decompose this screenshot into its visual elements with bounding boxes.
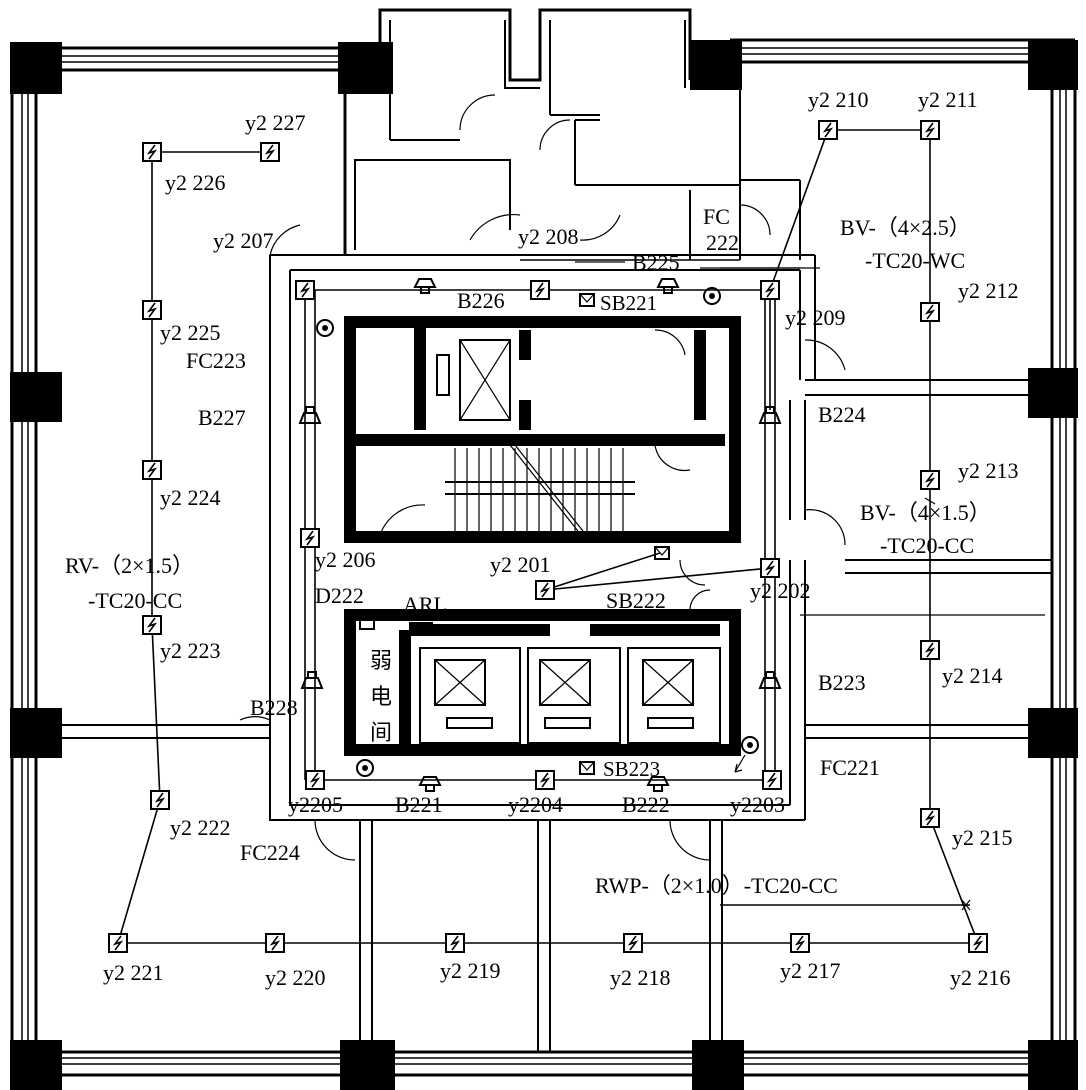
corridor-walls (239, 224, 846, 861)
label-y2-202: y2 202 (750, 578, 811, 603)
outlet-symbol (968, 933, 988, 953)
outlet-symbol (150, 790, 170, 810)
label-y2-207: y2 207 (213, 228, 274, 253)
outlets (108, 120, 988, 953)
office-partitions (36, 267, 1052, 1052)
outlet-symbol (142, 460, 162, 480)
speakers (298, 278, 782, 792)
label-y2-225: y2 225 (160, 320, 221, 345)
label-weak-current-1: 弱 (370, 649, 392, 674)
outlet-symbol (535, 770, 555, 790)
label-b221: B221 (395, 792, 443, 817)
label-fc221: FC221 (820, 755, 880, 780)
label-weak-current-2: 电 (370, 685, 392, 710)
label-y2-224: y2 224 (160, 485, 221, 510)
fire-detectors (316, 287, 759, 777)
label-y2-210: y2 210 (808, 87, 869, 112)
outlet-symbol (142, 615, 162, 635)
label-sb223: SB223 (603, 757, 660, 781)
label-sb222: SB222 (606, 588, 666, 613)
label-d222: D222 (315, 583, 364, 608)
label-bv25-line1: BV-（4×2.5） (840, 215, 971, 240)
label-y2-218: y2 218 (610, 965, 671, 990)
label-bv15-line1: BV-（4×1.5） (860, 500, 991, 525)
label-y2-220: y2 220 (265, 965, 326, 990)
outlet-symbol (142, 142, 162, 162)
label-y2-215: y2 215 (952, 825, 1013, 850)
label-y2-216: y2 216 (950, 965, 1011, 990)
outlet-symbol (623, 933, 643, 953)
label-weak-current-3: 间 (370, 721, 392, 746)
wire-ticks (924, 497, 971, 911)
label-y2-227: y2 227 (245, 110, 306, 135)
sb-boxes (359, 293, 670, 775)
outer-walls (10, 38, 1077, 1077)
outlet-symbol (535, 580, 555, 600)
label-bv15-line2: -TC20-CC (880, 533, 974, 558)
outlet-symbol (445, 933, 465, 953)
label-b227: B227 (198, 405, 246, 430)
outlet-symbol (760, 558, 780, 578)
label-y2-206: y2 206 (315, 547, 376, 572)
outlet-symbol (108, 933, 128, 953)
label-y2-226: y2 226 (165, 170, 226, 195)
label-bv25-line2: -TC20-WC (865, 248, 965, 273)
stair-treads (445, 444, 635, 541)
outlet-symbol (920, 808, 940, 828)
outlet-symbol (530, 280, 550, 300)
label-rv-line2: -TC20-CC (88, 588, 182, 613)
label-y2205: y2205 (288, 792, 343, 817)
label-y2-219: y2 219 (440, 958, 501, 983)
outlet-symbol (920, 640, 940, 660)
label-y2-211: y2 211 (918, 87, 978, 112)
labels: y2 227 y2 226 y2 207 y2 225 FC223 B227 y… (65, 87, 1019, 990)
label-b222: B222 (622, 792, 670, 817)
structural-columns (10, 40, 1078, 1090)
label-b225: B225 (632, 250, 680, 275)
label-y2-209: y2 209 (785, 305, 846, 330)
label-sb221: SB221 (600, 291, 657, 315)
label-b223: B223 (818, 670, 866, 695)
outlet-symbol (920, 470, 940, 490)
label-y2-217: y2 217 (780, 958, 841, 983)
outlet-symbol (295, 280, 315, 300)
label-y2204: y2204 (508, 792, 563, 817)
label-fc222-a: FC (703, 204, 730, 229)
label-y2-222: y2 222 (170, 815, 231, 840)
outlet-symbol (920, 302, 940, 322)
label-y2-201: y2 201 (490, 552, 551, 577)
label-y2-212: y2 212 (958, 278, 1019, 303)
label-y2-221: y2 221 (103, 960, 164, 985)
label-fc223: FC223 (186, 348, 246, 373)
label-y2-214: y2 214 (942, 663, 1003, 688)
outlet-symbol (300, 528, 320, 548)
label-rv-line1: RV-（2×1.5） (65, 553, 194, 578)
outlet-symbol (790, 933, 810, 953)
outlet-symbol (920, 120, 940, 140)
label-b224: B224 (818, 402, 866, 427)
outlet-symbol (265, 933, 285, 953)
stair-core (344, 316, 741, 543)
outlet-symbol (142, 300, 162, 320)
label-fc222-b: 222 (706, 230, 739, 255)
label-y2-223: y2 223 (160, 638, 221, 663)
outlet-symbol (818, 120, 838, 140)
outlet-symbol (260, 142, 280, 162)
outlet-symbol (762, 770, 782, 790)
label-b228: B228 (250, 695, 298, 720)
label-y2-213: y2 213 (958, 458, 1019, 483)
elevator-core (344, 559, 741, 756)
outlet-symbol (305, 770, 325, 790)
label-b226: B226 (457, 288, 505, 313)
label-arl: ARL (403, 592, 447, 617)
label-y2-208: y2 208 (518, 224, 579, 249)
label-fc224: FC224 (240, 840, 300, 865)
label-y2203: y2203 (730, 792, 785, 817)
label-rwp: RWP-（2×1.0）-TC20-CC (595, 873, 838, 898)
outlet-symbol (760, 280, 780, 300)
toilet-rooms (343, 8, 801, 263)
